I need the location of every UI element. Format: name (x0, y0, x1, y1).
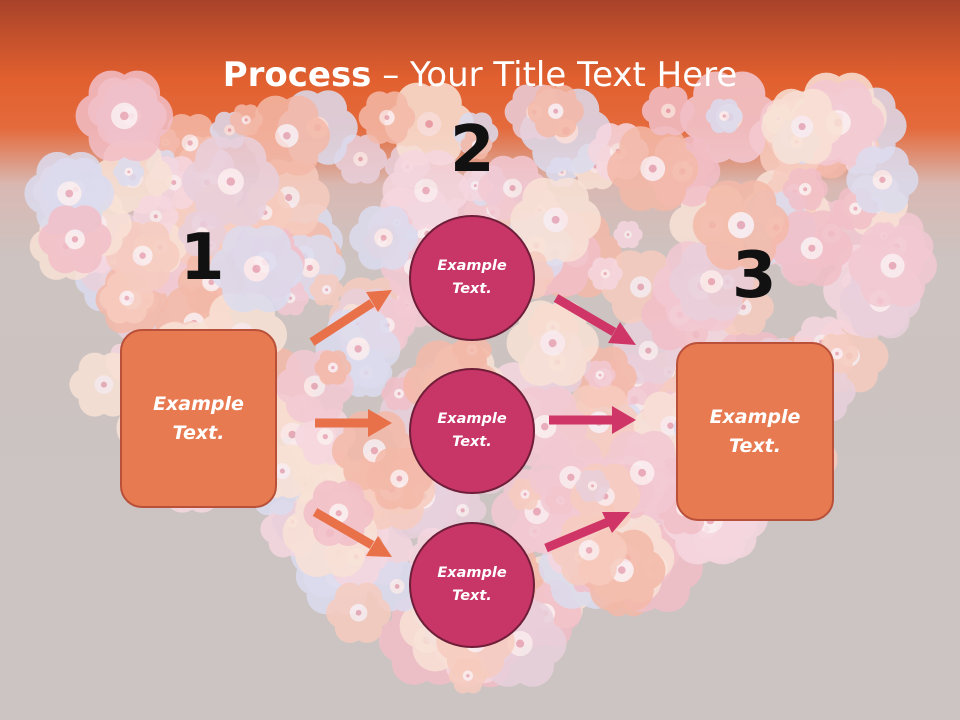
step-number-3: 3 (732, 239, 777, 313)
process-circle-2: Example Text. (409, 368, 535, 494)
step-number-2: 2 (450, 113, 495, 187)
title-rest: – Your Title Text Here (371, 55, 738, 95)
circle-2-text: Example Text. (437, 411, 507, 450)
step-number-1: 1 (180, 221, 225, 295)
circle-1-text: Example Text. (437, 258, 507, 297)
right-process-box: Example Text. (676, 342, 834, 521)
arrow-icon (309, 290, 392, 346)
circle-3-text: Example Text. (437, 565, 507, 604)
arrow-icon (549, 406, 636, 434)
left-process-box: Example Text. (120, 329, 277, 508)
title-bold: Process (222, 55, 372, 95)
process-circle-1: Example Text. (409, 215, 535, 341)
left-box-text: Example Text. (153, 392, 244, 444)
arrow-icon (553, 294, 636, 345)
arrow-icon (544, 512, 630, 553)
arrow-icon (315, 409, 392, 437)
right-box-text: Example Text. (709, 405, 801, 457)
page-title: Process – Your Title Text Here (0, 52, 960, 98)
process-circle-3: Example Text. (409, 522, 535, 648)
arrow-icon (312, 508, 392, 557)
